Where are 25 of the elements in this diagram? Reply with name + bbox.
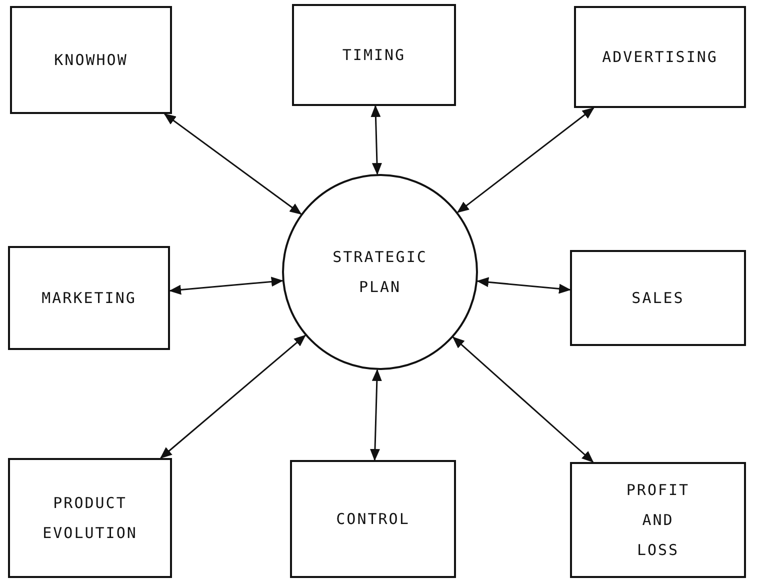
double-arrow (370, 368, 382, 461)
double-arrow (370, 105, 382, 176)
process-box (570, 250, 746, 346)
double-arrow (160, 334, 306, 459)
node-label: KNOWHOW (54, 50, 128, 71)
double-arrow (164, 113, 302, 215)
node-label: TIMING (342, 45, 406, 66)
node-label: PROFIT AND LOSS (625, 480, 691, 561)
node-label: ADVERTISING (602, 47, 718, 68)
double-arrow (452, 336, 594, 463)
process-box (570, 462, 746, 578)
node-label: SALES (632, 288, 684, 309)
node-label: MARKETING (42, 288, 136, 309)
double-arrow (456, 107, 594, 213)
process-box (290, 460, 456, 578)
process-box (8, 458, 172, 578)
process-box (574, 6, 746, 108)
process-box (8, 246, 170, 350)
node-label: STRATEGIC PLAN (332, 247, 428, 298)
process-box (292, 4, 456, 106)
node-label: CONTROL (336, 509, 410, 530)
double-arrow (476, 277, 571, 294)
node-label: PRODUCT EVOLUTION (42, 493, 138, 544)
double-arrow (169, 276, 284, 295)
process-box (10, 6, 172, 114)
